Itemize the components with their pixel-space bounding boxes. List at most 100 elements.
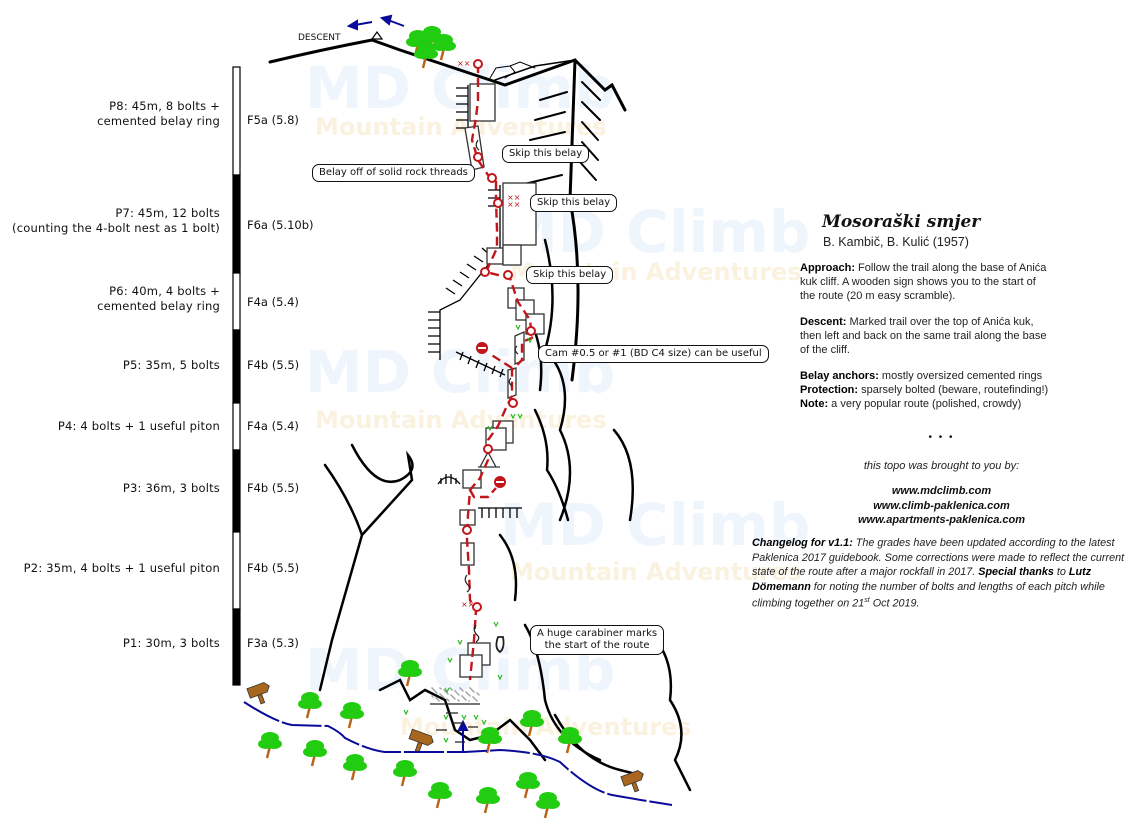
tree-icon — [478, 727, 502, 754]
pitch-grade-p4: F4a (5.4) — [247, 419, 299, 433]
pitch-grade-p2: F4b (5.5) — [247, 561, 300, 575]
callout-skip-belay: Skip this belay — [530, 194, 618, 212]
tree-icon — [520, 710, 544, 737]
scree-dot — [443, 697, 445, 699]
scree-dot — [443, 689, 445, 691]
scree-dot — [477, 693, 479, 695]
belay-ring-icon — [493, 198, 503, 208]
scree-dot — [474, 698, 476, 700]
scree-dot — [444, 690, 446, 692]
tree-icon — [298, 692, 322, 719]
pitch-scale-bar — [232, 66, 241, 686]
scree-dot — [472, 696, 474, 698]
tree-icon — [536, 792, 560, 819]
scree-dot — [475, 699, 477, 701]
scree-dot — [461, 695, 463, 697]
scree-dot — [476, 700, 478, 702]
scree-dot — [436, 698, 438, 700]
scree-dot — [445, 691, 447, 693]
credits-links: www.mdclimb.com www.climb-paklenica.com … — [740, 484, 1143, 528]
scree-dot — [435, 691, 437, 693]
scree-dot — [432, 688, 434, 690]
bolt-markers: ×× ×× ×× ×× — [457, 59, 520, 609]
scree-dot — [454, 690, 456, 692]
scree-dot — [460, 688, 462, 690]
belay-ring-icon — [503, 270, 513, 280]
scree-dot — [450, 688, 452, 690]
route-info-panel: Mosoraški smjer B. Kambič, B. Kulić (195… — [796, 212, 1126, 411]
descent-info: Descent: Marked trail over the top of An… — [800, 316, 1047, 356]
route-authors: B. Kambič, B. Kulić (1957) — [823, 235, 969, 249]
link-apartments-paklenica[interactable]: www.apartments-paklenica.com — [857, 514, 1026, 526]
scree-dot — [452, 696, 454, 698]
scree-dot — [458, 700, 460, 702]
scree-dot — [462, 696, 464, 698]
tree-icon — [303, 740, 327, 767]
watermark-tagline: Mountain Adventures — [510, 558, 802, 586]
scree-dot — [459, 687, 461, 689]
belay-stations — [462, 59, 536, 612]
pitch-description-p4: P4: 4 bolts + 1 useful piton — [57, 419, 220, 433]
scree-dot — [457, 699, 459, 701]
ledge-hatches — [428, 85, 522, 518]
summit-triangle-icon — [370, 30, 384, 40]
tree-icon — [398, 660, 422, 687]
tree-icon — [476, 787, 500, 814]
pitch-description-p7: P7: 45m, 12 bolts(counting the 4-bolt ne… — [12, 206, 220, 235]
pitch-description-p2: P2: 35m, 4 bolts + 1 useful piton — [23, 561, 220, 575]
scree-dot — [468, 700, 470, 702]
watermark-tagline: Mountain Adventures — [315, 406, 607, 434]
watermark-tagline: Mountain Adventures — [400, 713, 692, 741]
descent-arrows — [346, 14, 405, 31]
scree-dot — [453, 697, 455, 699]
scree-dot — [435, 697, 437, 699]
svg-text:××: ×× — [457, 59, 470, 68]
scree-dot — [468, 694, 470, 696]
scree-dot — [438, 700, 440, 702]
pitch-grade-p1: F3a (5.3) — [247, 636, 299, 650]
approach-info: Approach: Follow the trail along the bas… — [800, 262, 1047, 302]
scree-dot — [440, 688, 442, 690]
pitch-grade-p3: F4b (5.5) — [247, 481, 300, 495]
scree-dot — [447, 693, 449, 695]
scree-dot — [446, 698, 448, 700]
signpost-icon — [620, 770, 644, 793]
scree-dot — [447, 699, 449, 701]
belay-ring-icon — [487, 173, 497, 183]
callout-rock-threads: Belay off of solid rock threads — [312, 164, 475, 182]
pitch-description-p8: P8: 45m, 8 bolts +cemented belay ring — [97, 99, 220, 128]
scree-dot — [431, 695, 433, 697]
scree-dot — [476, 692, 478, 694]
scree-dot — [434, 690, 436, 692]
quickdraw-icons — [464, 139, 519, 654]
scree-dot — [436, 692, 438, 694]
pitch-grade-p6: F4a (5.4) — [247, 295, 299, 309]
scree-dot — [442, 696, 444, 698]
pitch-description-p5: P5: 35m, 5 bolts — [122, 358, 220, 372]
scree-dot — [456, 692, 458, 694]
belay-ring-icon — [483, 444, 493, 454]
callout-cam-advice: Cam #0.5 or #1 (BD C4 size) can be usefu… — [538, 345, 769, 363]
changelog: Changelog for v1.1: The grades have been… — [752, 537, 1125, 610]
trail — [243, 701, 673, 806]
signpost-icon — [246, 682, 270, 705]
scree-dot — [464, 698, 466, 700]
belay-ring-icon — [526, 326, 536, 336]
tree-icon — [428, 782, 452, 809]
scree-dot — [450, 694, 452, 696]
scree-dot — [448, 700, 450, 702]
scree-dot — [465, 699, 467, 701]
gear-info: Belay anchors: mostly oversized cemented… — [800, 370, 1049, 410]
scree-dot — [451, 695, 453, 697]
link-mdclimb[interactable]: www.mdclimb.com — [891, 485, 992, 497]
scree-dot — [469, 687, 471, 689]
link-climb-paklenica[interactable]: www.climb-paklenica.com — [873, 499, 1010, 512]
pitch-description-p3: P3: 36m, 3 bolts — [122, 481, 220, 495]
tree-icon — [516, 772, 540, 799]
scree-dot — [458, 694, 460, 696]
belay-ring-icon — [508, 398, 518, 408]
tree-group — [258, 26, 582, 819]
tree-icon — [558, 727, 582, 754]
scree-dot — [431, 687, 433, 689]
scree-dot — [467, 693, 469, 695]
